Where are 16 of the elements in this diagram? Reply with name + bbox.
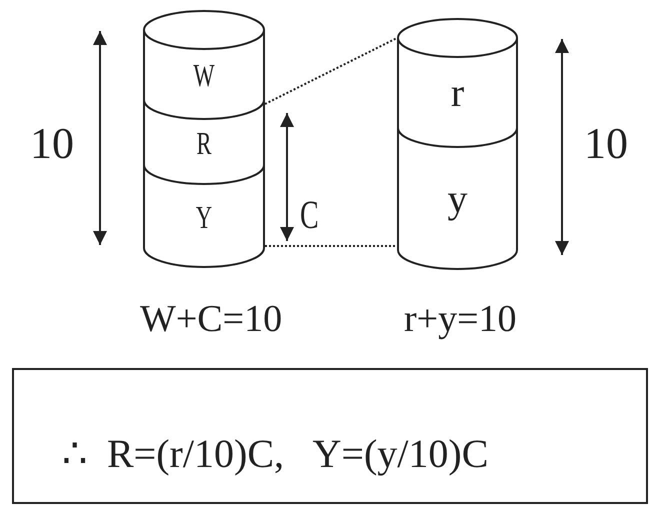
result-box — [12, 368, 648, 504]
band-label: Y — [196, 200, 212, 232]
dotted-line — [265, 245, 397, 247]
equation-text: W+C=10 — [140, 300, 282, 338]
band-label: r — [450, 73, 464, 113]
dotted-line — [264, 37, 398, 105]
equation-text: r+y=10 — [404, 300, 517, 338]
dimension-label: 10 — [584, 122, 628, 166]
band-label: W — [193, 59, 215, 91]
band-label: y — [448, 179, 468, 219]
dimension-label: 10 — [30, 122, 74, 166]
formula-text: ∴ R=(r/10)C, Y=(y/10)C — [62, 434, 488, 474]
cylinder-drawing — [397, 18, 518, 270]
band-label: R — [196, 126, 212, 158]
cylinder-drawing — [143, 10, 265, 268]
dimension-label: C — [300, 195, 319, 235]
